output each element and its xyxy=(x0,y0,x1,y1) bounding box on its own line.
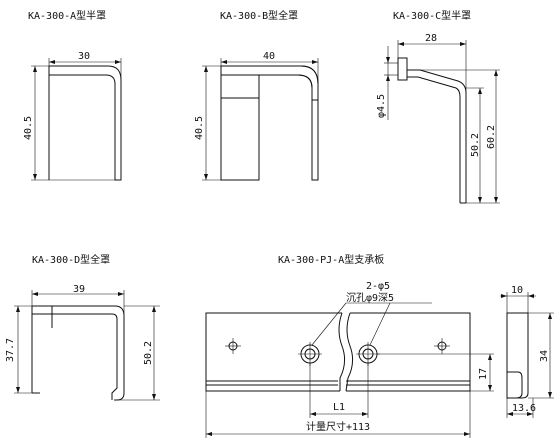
part-c-title: KA-300-C型半罩 xyxy=(393,9,471,22)
side-bottom-label: 13.6 xyxy=(512,403,536,414)
side-view-drawing: 10 34 13.6 xyxy=(500,285,554,418)
part-c-inner-height-label: 50.2 xyxy=(470,133,481,157)
part-pj-title: KA-300-PJ-A型支承板 xyxy=(278,253,384,266)
part-d-right-height-label: 50.2 xyxy=(143,341,154,365)
part-d-profile xyxy=(32,305,125,401)
part-b-width-label: 40 xyxy=(263,51,275,62)
part-c-outer-height-label: 60.2 xyxy=(486,125,497,149)
part-d-title: KA-300-D型全罩 xyxy=(32,253,110,266)
part-b-height-label: 40.5 xyxy=(194,116,205,140)
part-d-width-label: 39 xyxy=(73,284,85,295)
part-b-title: KA-300-B型全罩 xyxy=(220,9,298,22)
part-b-drawing: KA-300-B型全罩 40 40.5 xyxy=(194,9,319,181)
total-length-label: 计量尺寸+113 xyxy=(306,420,370,433)
side-view-profile xyxy=(506,312,529,399)
hole-count-label: 2-φ5 xyxy=(366,281,390,292)
counterbore-label: 沉孔φ9深5 xyxy=(346,291,394,304)
part-c-drawing: KA-300-C型半罩 28 φ4.5 50.2 60.2 xyxy=(376,9,500,204)
part-d-left-height-label: 37.7 xyxy=(5,338,16,362)
part-a-width-label: 30 xyxy=(78,51,90,62)
part-c-width-label: 28 xyxy=(425,33,437,44)
hole-height-label: 17 xyxy=(478,368,489,380)
l1-label: L1 xyxy=(333,402,345,413)
part-pj-drawing: KA-300-PJ-A型支承板 xyxy=(205,253,494,438)
support-plate-right xyxy=(346,312,471,392)
part-c-hole-label: φ4.5 xyxy=(376,94,387,118)
part-a-section xyxy=(48,65,122,181)
part-a-drawing: KA-300-A型半罩 30 40.5 xyxy=(23,9,122,181)
part-a-title: KA-300-A型半罩 xyxy=(28,9,106,22)
side-height-label: 34 xyxy=(539,350,550,362)
counterbore-hole-left xyxy=(298,342,322,366)
part-a-height-label: 40.5 xyxy=(23,116,34,140)
counterbore-hole-right xyxy=(356,342,380,366)
side-top-label: 10 xyxy=(511,285,523,296)
small-hole-left xyxy=(225,338,241,354)
support-plate-left xyxy=(205,312,342,392)
small-hole-right xyxy=(434,338,450,354)
part-d-drawing: KA-300-D型全罩 39 37.7 50.2 xyxy=(5,253,160,401)
part-b-section xyxy=(220,65,319,181)
part-c-profile xyxy=(407,69,467,203)
